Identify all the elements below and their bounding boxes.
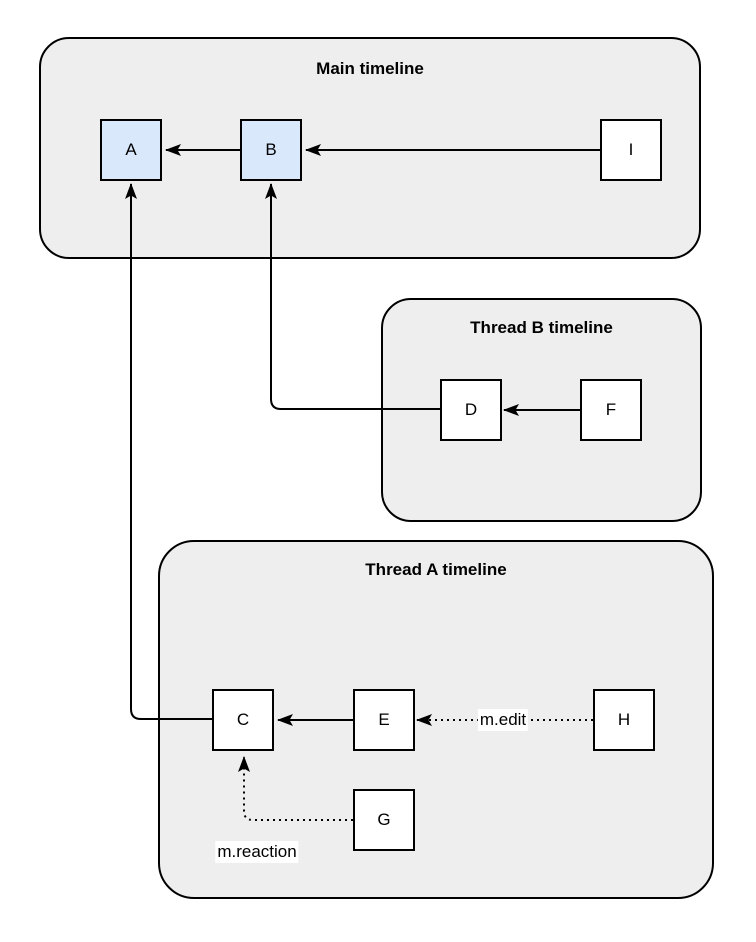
container-thread-a-timeline-title: Thread A timeline (365, 560, 507, 579)
container-main-timeline-title: Main timeline (316, 59, 424, 78)
node-b: B (240, 119, 302, 181)
node-f: F (580, 379, 642, 441)
node-g: G (353, 789, 415, 851)
edge-d-to-b (265, 183, 440, 410)
edge-label-m-edit: m.edit (477, 709, 529, 731)
node-a: A (100, 119, 162, 181)
node-h: H (593, 689, 655, 751)
node-c: C (212, 689, 274, 751)
node-e: E (353, 689, 415, 751)
edge-g-to-c (238, 756, 353, 821)
edge-label-m-reaction: m.reaction (215, 841, 299, 863)
container-thread-b-timeline-title: Thread B timeline (470, 318, 613, 337)
node-d: D (440, 379, 502, 441)
node-i: I (600, 119, 662, 181)
edge-c-to-a (125, 183, 212, 720)
